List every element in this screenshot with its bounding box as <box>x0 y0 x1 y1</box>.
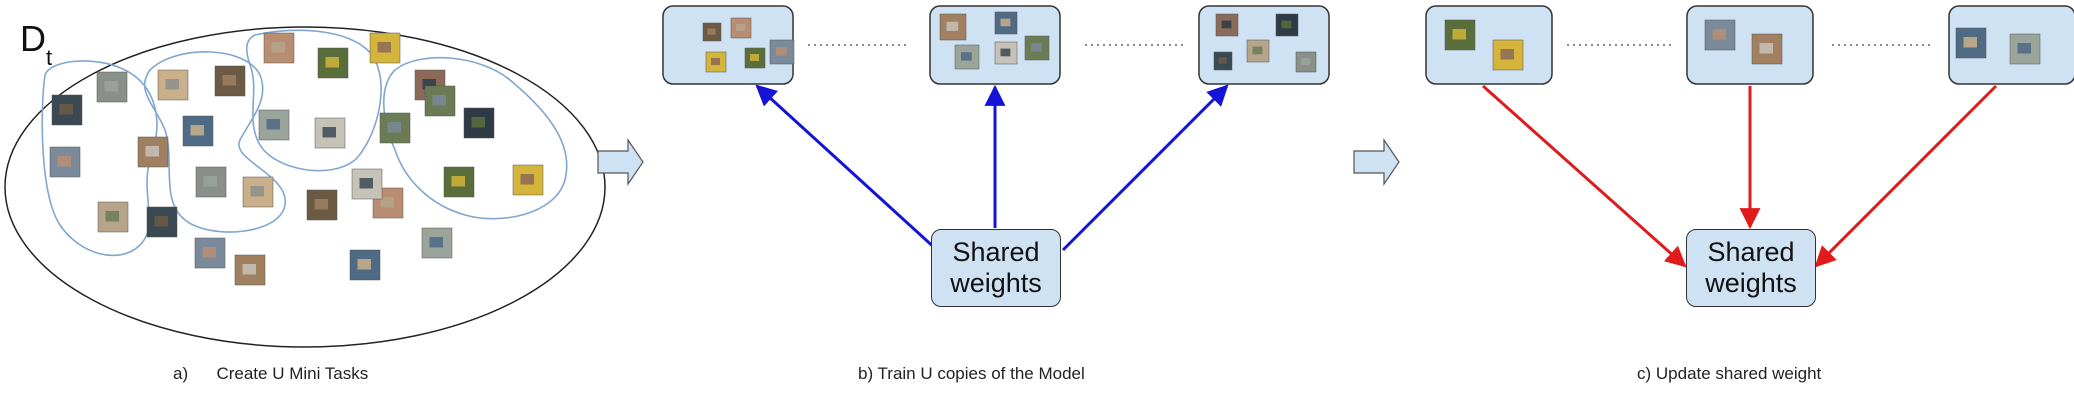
dataset-label-main: D <box>20 18 46 59</box>
dataset-image-thumbnail-detail <box>203 176 217 187</box>
dataset-image-thumbnail-detail <box>202 247 216 258</box>
dataset-image-thumbnail-detail <box>57 156 71 167</box>
shared-weights-label-line2-b: weights <box>950 268 1042 298</box>
dataset-image-thumbnail-detail <box>325 57 339 68</box>
task-image-thumbnail-detail <box>707 28 716 35</box>
update-arrow-right <box>1814 84 1998 268</box>
cluster-outline-4 <box>382 56 568 220</box>
dataset-image-thumbnail-detail <box>250 186 264 197</box>
task-image-thumbnail-detail <box>1500 49 1514 60</box>
shared-weights-label-line1-b: Shared <box>952 237 1040 267</box>
task-image-thumbnail-detail <box>1301 58 1310 65</box>
dataset-image-thumbnail-detail <box>377 42 391 53</box>
dataset-image-thumbnail <box>234 254 266 286</box>
dataset-image-thumbnail-detail <box>432 95 446 106</box>
process-arrow-a-to-b <box>597 138 644 186</box>
task-image-thumbnail-detail <box>1281 20 1292 29</box>
task-image-thumbnail-detail <box>1252 46 1263 55</box>
dataset-image-thumbnail-detail <box>190 125 204 136</box>
caption-panel-c: c) Update shared weight <box>1637 364 1822 383</box>
process-arrow-b-to-c <box>1353 138 1400 186</box>
dataset-ellipse <box>4 26 606 348</box>
task-image-thumbnail-detail <box>1218 57 1227 64</box>
task-image-thumbnail-detail <box>1031 43 1042 52</box>
task-image-thumbnail-detail <box>1963 37 1977 48</box>
dataset-image-thumbnail-detail <box>451 176 465 187</box>
dataset-image-thumbnail-detail <box>322 127 336 138</box>
shared-weights-label-line2-c: weights <box>1705 268 1797 298</box>
dataset-image-thumbnail-detail <box>357 259 371 270</box>
dataset-image-thumbnail-detail <box>422 79 436 90</box>
dataset-image-thumbnail-detail <box>105 211 119 222</box>
dataset-image-thumbnail-detail <box>154 216 168 227</box>
update-arrow-left <box>1482 84 1687 268</box>
shared-weights-node-b: Shared weights <box>931 229 1061 307</box>
dataset-image-thumbnail-detail <box>145 146 159 157</box>
shared-weights-node-c: Shared weights <box>1686 229 1816 307</box>
caption-panel-b: b) Train U copies of the Model <box>858 364 1085 383</box>
dataset-image-thumbnail-detail <box>59 104 73 115</box>
dataset-label-sub: t <box>46 45 53 71</box>
dataset-image-thumbnail-detail <box>429 237 443 248</box>
task-image-thumbnail-detail <box>736 24 745 31</box>
caption-panel-a: a) Create U Mini Tasks <box>173 364 369 383</box>
dataset-image-thumbnail-detail <box>314 199 328 210</box>
dataset-image-thumbnail-detail <box>471 117 485 128</box>
task-image-thumbnail-detail <box>1000 48 1011 57</box>
dataset-image-thumbnail-detail <box>271 42 285 53</box>
dataset-image-thumbnail-detail <box>520 174 534 185</box>
task-image-thumbnail-detail <box>1712 29 1726 40</box>
task-image-thumbnail-detail <box>2017 43 2031 54</box>
task-image-thumbnail <box>769 39 795 65</box>
task-image-thumbnail-detail <box>776 47 787 56</box>
train-arrow-left <box>755 84 939 252</box>
cluster-outline-2 <box>143 51 286 233</box>
panel-b-task-boxes <box>662 5 1330 85</box>
dataset-ellipse-group <box>4 26 606 348</box>
shared-weights-label-line1-c: Shared <box>1707 237 1795 267</box>
dataset-image-thumbnail-detail <box>104 81 118 92</box>
train-arrow-right <box>1061 84 1229 252</box>
dataset-image-thumbnail-detail <box>266 119 280 130</box>
dataset-image-thumbnail-detail <box>359 178 373 189</box>
task-image-thumbnail-detail <box>961 52 972 61</box>
dataset-image-thumbnail-detail <box>242 264 256 275</box>
task-image-thumbnail-detail <box>1221 20 1232 29</box>
task-image-thumbnail-detail <box>1452 29 1466 40</box>
task-image-thumbnail-detail <box>1759 43 1773 54</box>
task-image-thumbnail-detail <box>1000 18 1011 27</box>
task-image-thumbnail-detail <box>946 21 959 31</box>
dataset-label: Dt <box>20 18 52 70</box>
dataset-image-thumbnail-detail <box>222 75 236 86</box>
cluster-outline-3 <box>245 29 382 172</box>
task-image-thumbnail-detail <box>711 58 720 65</box>
dataset-image-thumbnail-detail <box>387 122 401 133</box>
dataset-image-thumbnail-detail <box>165 79 179 90</box>
dataset-image-thumbnail-detail <box>380 197 394 208</box>
panel-c-task-boxes <box>1425 5 2074 85</box>
task-image-thumbnail <box>1955 27 1987 59</box>
task-image-thumbnail-detail <box>750 54 759 61</box>
